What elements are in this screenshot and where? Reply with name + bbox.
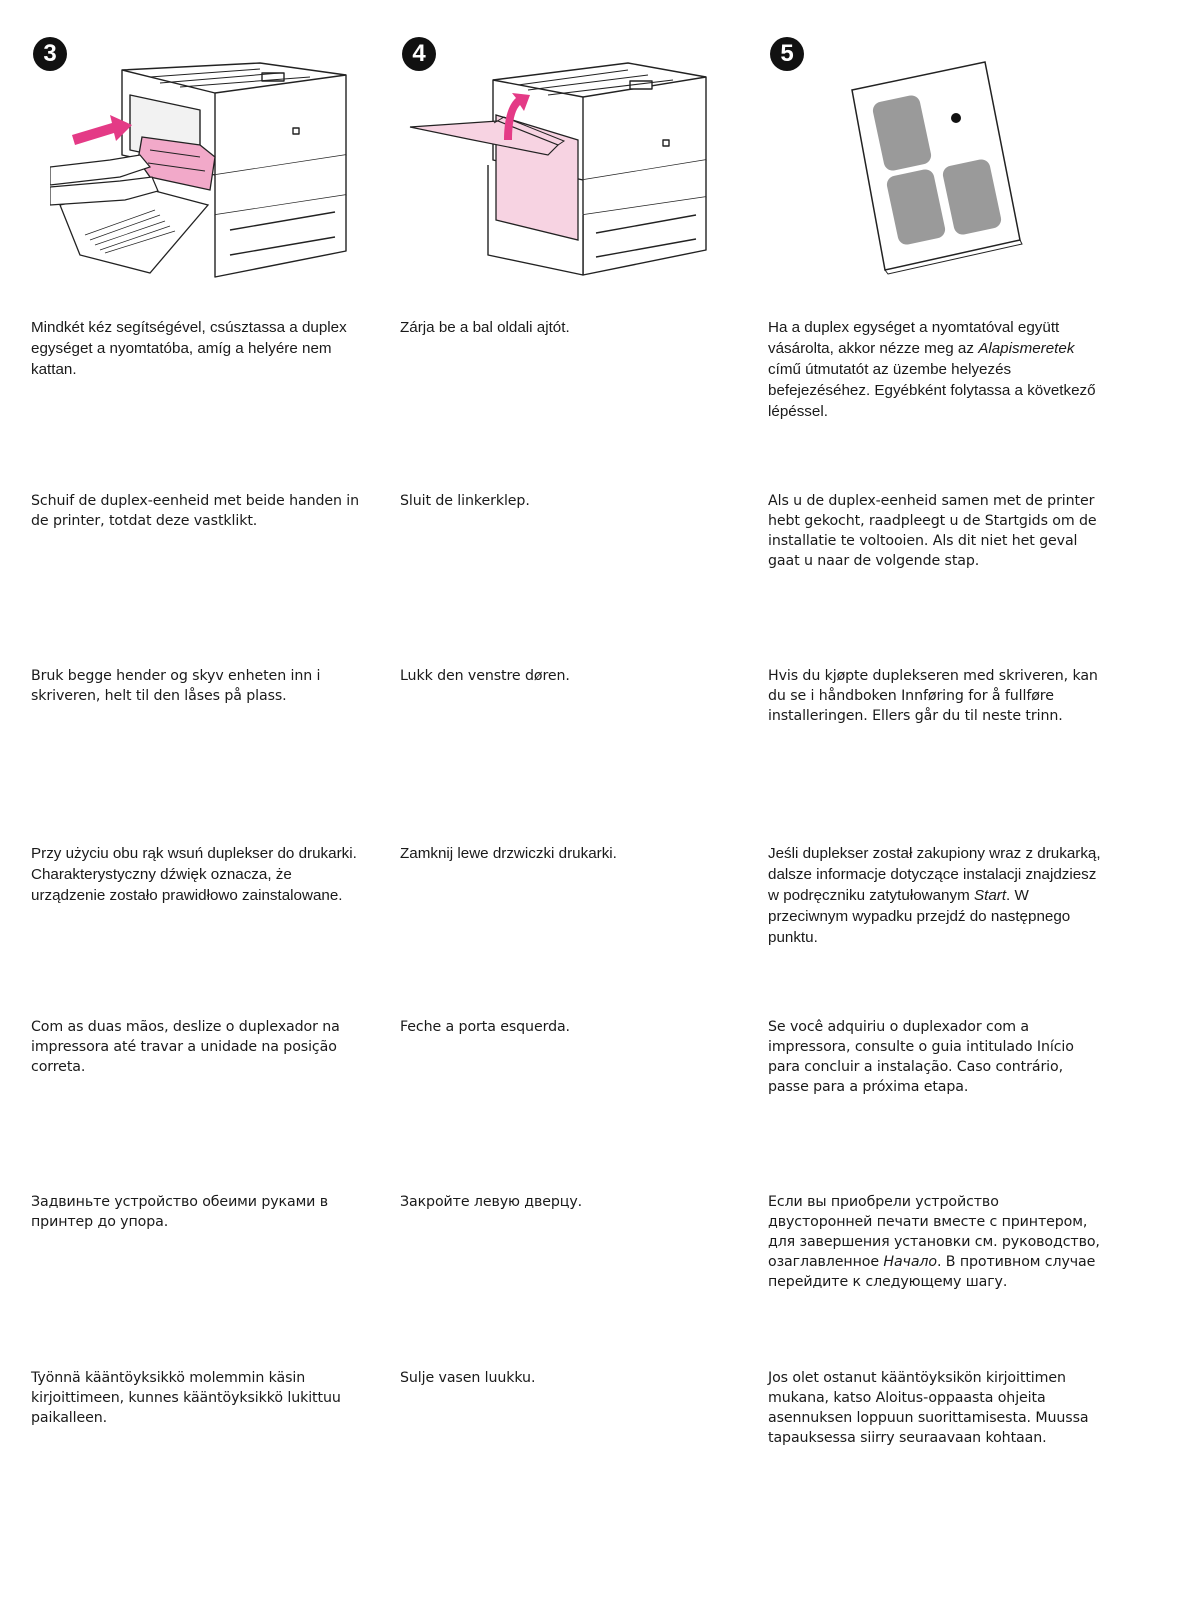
instruction-step4-ru: Закройте левую дверцу.: [400, 1194, 583, 1210]
instruction-step4-hu: Zárja be a bal oldali ajtót.: [400, 319, 570, 336]
instruction-step5-ru: Если вы приобрели устройство двусторонне…: [768, 1194, 1100, 1290]
instruction-step3-hu: Mindkét kéz segítségével, csúsztassa a d…: [31, 319, 347, 378]
printer-close-left-door-illustration: [409, 62, 707, 276]
instruction-step4-nl: Sluit de linkerklep.: [400, 493, 530, 509]
instruction-step4-pl: Zamknij lewe drzwiczki drukarki.: [400, 845, 617, 862]
instruction-step5-nl: Als u de duplex-eenheid samen met de pri…: [768, 493, 1097, 569]
instruction-step5-hu: Ha a duplex egységet a nyomtatóval együt…: [768, 319, 1096, 420]
instruction-step3-fi: Työnnä kääntöyksikkö molemmin käsin kirj…: [31, 1370, 341, 1426]
instruction-step3-nl: Schuif de duplex-eenheid met beide hande…: [31, 493, 360, 529]
instruction-step5-no: Hvis du kjøpte duplekseren med skriveren…: [768, 668, 1098, 724]
step-4-badge: 4: [402, 37, 436, 71]
hp-getting-started-guide-illustration: [851, 61, 1023, 275]
instruction-step4-fi: Sulje vasen luukku.: [400, 1370, 536, 1386]
step-3-badge: 3: [33, 37, 67, 71]
instruction-step5-pl: Jeśli duplekser został zakupiony wraz z …: [768, 845, 1101, 946]
printer-insert-duplex-illustration: [50, 62, 347, 278]
step-5-badge: 5: [770, 37, 804, 71]
instruction-step3-ru: Задвиньте устройство обеими руками в при…: [31, 1194, 328, 1230]
instruction-step4-no: Lukk den venstre døren.: [400, 668, 570, 684]
instruction-step3-no: Bruk begge hender og skyv enheten inn i …: [31, 668, 321, 704]
instruction-step5-pt: Se você adquiriu o duplexador com a impr…: [768, 1019, 1074, 1095]
instruction-step5-fi: Jos olet ostanut kääntöyksikön kirjoitti…: [768, 1370, 1089, 1446]
instruction-step3-pt: Com as duas mãos, deslize o duplexador n…: [31, 1019, 340, 1075]
instruction-step3-pl: Przy użyciu obu rąk wsuń duplekser do dr…: [31, 845, 357, 904]
instruction-step4-pt: Feche a porta esquerda.: [400, 1019, 570, 1035]
